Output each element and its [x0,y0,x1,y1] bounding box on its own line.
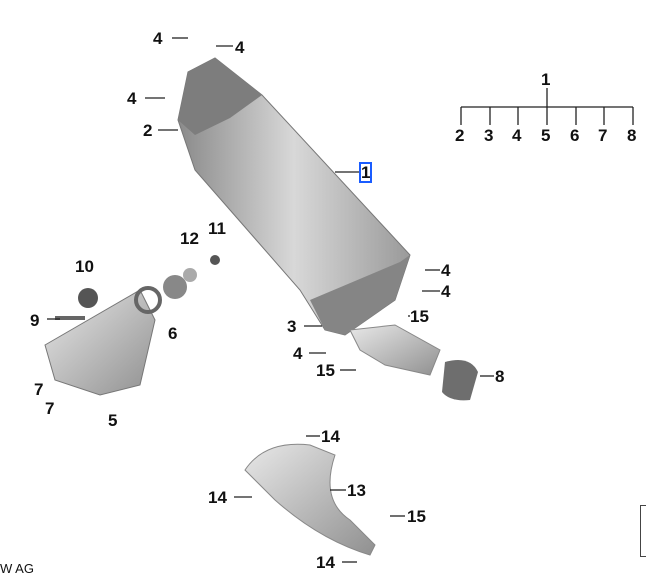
callout-6[interactable]: 6 [168,324,178,343]
end-cap-rear [310,255,410,335]
heat-shield [244,443,376,556]
side-frame [640,505,646,557]
callout-4[interactable]: 4 [127,89,137,108]
callout-2[interactable]: 2 [143,121,153,140]
copyright-text: W AG [0,561,34,576]
callout-13[interactable]: 13 [347,481,366,500]
callout-4[interactable]: 4 [441,282,451,301]
callout-7[interactable]: 7 [45,399,55,418]
legend-child: 5 [541,126,551,145]
callout-3[interactable]: 3 [287,317,297,336]
callout-9[interactable]: 9 [30,311,40,330]
legend-root: 1 [541,70,551,89]
callout-14[interactable]: 14 [316,553,335,572]
callout-7[interactable]: 7 [34,380,44,399]
callout-15[interactable]: 15 [316,361,335,380]
callout-14[interactable]: 14 [321,427,340,446]
legend-child: 8 [627,126,637,145]
callout-15[interactable]: 15 [407,507,426,526]
callout-11[interactable]: 11 [208,219,226,238]
link-pipe [349,324,441,376]
callout-15[interactable]: 15 [410,307,429,326]
callout-4[interactable]: 4 [441,261,451,280]
callout-5[interactable]: 5 [108,411,118,430]
callout-1-selected[interactable]: 1 [358,162,373,183]
callout-8[interactable]: 8 [495,367,505,386]
end-cap-front [178,58,262,135]
callout-4[interactable]: 4 [235,38,245,57]
legend-child: 6 [570,126,580,145]
legend-child: 3 [484,126,494,145]
callout-12[interactable]: 12 [180,229,199,248]
callout-14[interactable]: 14 [208,488,227,507]
legend-child: 7 [598,126,608,145]
callout-4[interactable]: 4 [153,29,163,48]
legend-child: 2 [455,126,465,145]
legend-child: 4 [512,126,522,145]
clamp [442,359,478,401]
callout-10[interactable]: 10 [75,257,94,276]
callout-4[interactable]: 4 [293,344,303,363]
